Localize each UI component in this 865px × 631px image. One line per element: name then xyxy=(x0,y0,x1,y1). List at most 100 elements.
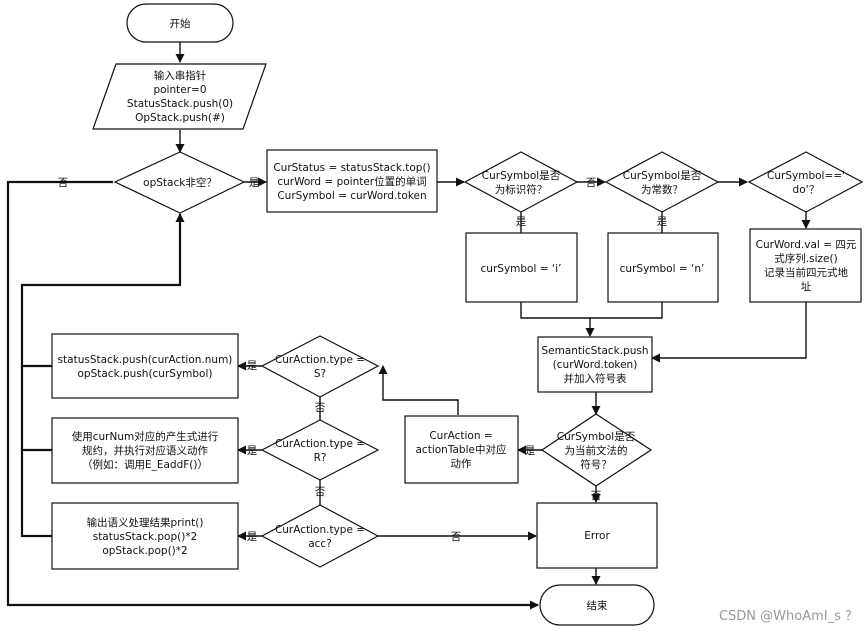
type-acc-decision xyxy=(260,504,380,568)
input-node xyxy=(92,63,267,130)
label-grammar-no: 否 xyxy=(591,490,602,502)
label-acc-no: 否 xyxy=(451,531,462,543)
reduce-action-line: 规约，并执行对应语义动作 xyxy=(82,444,208,457)
type-r-line: CurAction.type = xyxy=(275,438,365,450)
label-s-no: 否 xyxy=(315,402,326,414)
accept-action-line: 输出语义处理结果print() xyxy=(87,516,204,529)
accept-action-line: statusStack.pop()*2 xyxy=(93,531,198,543)
read-status-line: curWord = pointer位置的单词 xyxy=(277,175,426,188)
type-s-line: S? xyxy=(314,368,326,380)
edge-check-end xyxy=(6,180,539,610)
read-status-line: CurSymbol = curWord.token xyxy=(277,190,426,202)
type-s-decision xyxy=(260,335,380,398)
edge-reduce-loop xyxy=(20,366,52,452)
end-node-text: 结束 xyxy=(587,599,608,612)
start-node xyxy=(126,3,234,43)
reduce-action-text: 使用curNum对应的产生式进行规约，并执行对应语义动作（例如：调用E_Eadd… xyxy=(72,430,219,471)
start-line: 开始 xyxy=(170,17,191,30)
quad-addr-line: 址 xyxy=(801,280,812,293)
is-identifier-decision xyxy=(463,151,579,213)
watermark: CSDN @WhoAmI_s ？ xyxy=(719,609,858,624)
opstack-check-text: opStack非空？ xyxy=(143,176,217,189)
accept-action-text: 输出语义处理结果print() statusStack.pop()*2 opStac… xyxy=(87,516,204,557)
read-status-line: CurStatus = statusStack.top() xyxy=(273,162,430,174)
label-identifier-no: 否 xyxy=(586,177,597,189)
is-identifier-line: 为标识符？ xyxy=(495,183,548,196)
accept-action-line: opStack.pop()*2 xyxy=(102,545,187,557)
action-lookup-process xyxy=(404,415,519,484)
read-status-process xyxy=(266,149,438,213)
type-s-text: CurAction.type =S? xyxy=(275,354,365,380)
edge-quad-semantic xyxy=(651,302,807,363)
is-grammar-symbol-line: 为当前文法的 xyxy=(565,444,628,457)
semantic-push-text: SemanticStack.push (curWord.token)并加入符号表 xyxy=(541,345,648,385)
edge-shift-loop xyxy=(20,213,185,368)
is-grammar-symbol-line: CurSymbol是否 xyxy=(557,431,636,443)
type-r-text: CurAction.type = R? xyxy=(275,438,365,464)
set-n-line: curSymbol = ‘n’ xyxy=(620,263,705,275)
shift-action-process xyxy=(51,333,239,399)
action-lookup-line: CurAction = xyxy=(429,430,492,442)
quad-addr-line: 记录当前四元式地 xyxy=(764,266,848,279)
is-do-line: do‘？ xyxy=(793,184,820,196)
input-line: 输入串指针 xyxy=(154,69,207,82)
edge-accept-loop xyxy=(20,450,52,538)
type-r-decision xyxy=(260,419,380,481)
set-n-process xyxy=(607,232,719,303)
is-grammar-symbol-line: 符号？ xyxy=(580,458,612,471)
shift-action-text: statusStack.push(curAction.num) opStack.p… xyxy=(58,354,233,380)
edge-labels: 否 是 否 是 是 是 否 是 否 是 否 是 否 xyxy=(58,177,668,543)
set-n-text: curSymbol = ‘n’ xyxy=(620,263,705,275)
shift-action-line: statusStack.push(curAction.num) xyxy=(58,354,233,366)
is-constant-line: CurSymbol是否 xyxy=(623,170,702,182)
label-acc-yes: 是 xyxy=(247,531,258,543)
type-acc-line: CurAction.type = xyxy=(275,524,365,536)
action-lookup-line: 动作 xyxy=(451,458,472,470)
read-status-text: CurStatus = statusStack.top()curWord = p… xyxy=(273,162,430,202)
accept-action-process xyxy=(51,502,239,570)
label-identifier-yes: 是 xyxy=(516,216,527,228)
semantic-push-line: 并加入符号表 xyxy=(564,372,627,385)
type-acc-line: acc? xyxy=(308,538,332,550)
label-s-yes: 是 xyxy=(247,360,258,372)
error-line: Error xyxy=(584,530,610,542)
is-constant-line: 为常数？ xyxy=(641,183,683,196)
action-lookup-line: actionTable中对应 xyxy=(416,443,507,456)
label-check-no: 否 xyxy=(58,177,69,189)
is-do-text: CurSymbol==' do‘？ xyxy=(767,170,845,196)
edges xyxy=(6,42,811,610)
edge-n-semantic xyxy=(590,302,663,319)
quad-addr-line: CurWord.val = 四元 xyxy=(756,239,857,251)
edge-action-types xyxy=(378,365,459,415)
reduce-action-line: 使用curNum对应的产生式进行 xyxy=(72,430,219,443)
label-constant-yes: 是 xyxy=(657,216,668,228)
quad-address-process xyxy=(749,228,862,303)
error-text: Error xyxy=(584,530,610,542)
type-r-line: R? xyxy=(314,452,327,464)
input-line: pointer=0 xyxy=(153,84,206,96)
opstack-check-line: opStack非空？ xyxy=(143,176,217,189)
label-r-no: 否 xyxy=(315,486,326,498)
semantic-push-line: SemanticStack.push xyxy=(541,345,648,357)
quad-addr-line: 式序列.size() xyxy=(774,252,837,265)
semantic-push-process xyxy=(537,336,653,393)
input-line: StatusStack.push(0) xyxy=(127,98,233,110)
reduce-action-line: （例如：调用E_EaddF()） xyxy=(82,458,208,471)
semantic-push-line: (curWord.token) xyxy=(553,359,638,371)
reduce-action-process xyxy=(51,417,239,484)
input-line: OpStack.push(#) xyxy=(135,112,225,124)
type-acc-text: CurAction.type = acc? xyxy=(275,524,365,550)
is-do-line: CurSymbol==' xyxy=(767,170,845,182)
shift-action-line: opStack.push(curSymbol) xyxy=(78,368,213,380)
edge-i-semantic xyxy=(520,302,595,337)
error-process xyxy=(536,502,658,569)
label-check-yes: 是 xyxy=(249,177,260,189)
is-do-decision xyxy=(747,151,864,213)
